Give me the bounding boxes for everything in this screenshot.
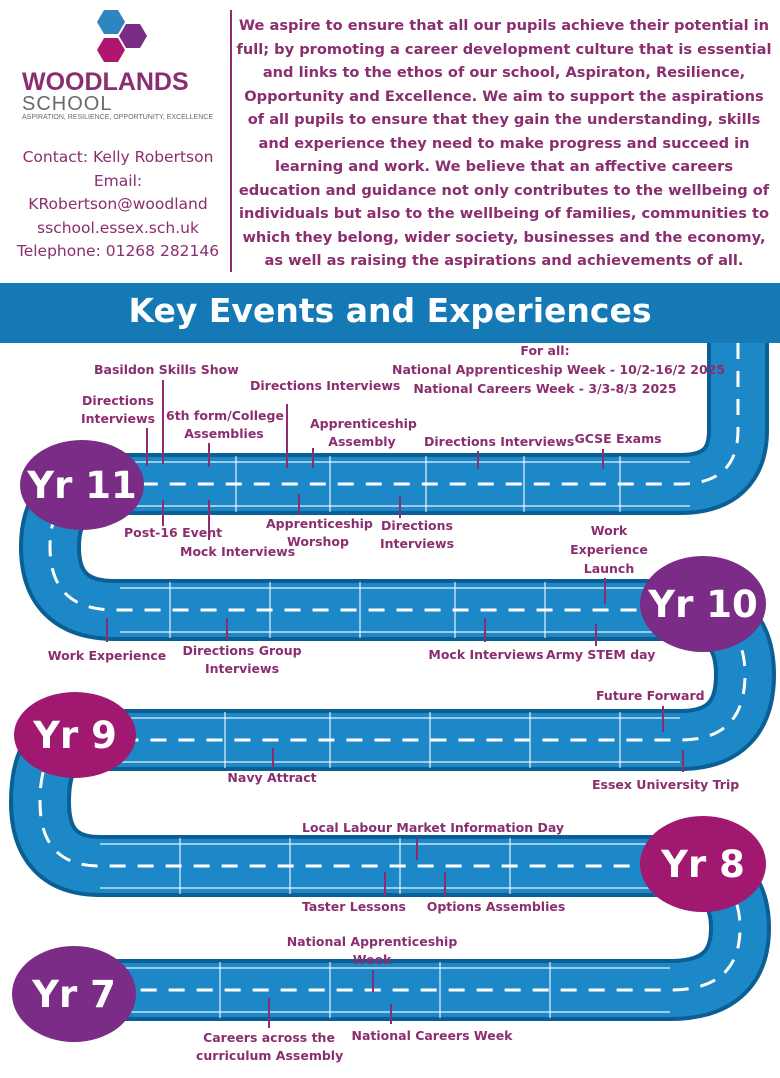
event-taster-lessons: Taster Lessons	[301, 899, 406, 914]
for-all-line-1: National Apprenticeship Week - 10/2-16/2…	[392, 362, 726, 377]
contact-block: Contact: Kelly Robertson Email: KRoberts…	[8, 146, 228, 264]
year-10-badge: Yr 10	[640, 556, 766, 652]
event-sixth-form-a: 6th form/College	[166, 408, 284, 423]
event-national-careers-week: National Careers Week	[351, 1028, 513, 1043]
event-directions-interviews-mid: Directions Interviews	[424, 434, 575, 449]
event-directions-interviews-a: Directions	[82, 393, 154, 408]
for-all-line-2: National Careers Week - 3/3-8/3 2025	[413, 381, 677, 396]
event-tick	[162, 380, 164, 464]
event-tick	[384, 872, 386, 896]
vertical-divider	[230, 10, 232, 272]
event-directions-interviews-top: Directions Interviews	[250, 378, 401, 393]
event-careers-across-curriculum-a: Careers across the	[203, 1030, 335, 1045]
event-navy-attract: Navy Attract	[227, 770, 317, 785]
event-tick	[604, 578, 606, 604]
logo-name: WOODLANDS	[22, 68, 189, 96]
event-gcse-exams: GCSE Exams	[574, 431, 662, 446]
event-mock-interviews-yr11: Mock Interviews	[180, 544, 296, 559]
hexagon-logo-icon	[97, 10, 147, 62]
year-8-badge: Yr 8	[640, 816, 766, 912]
event-tick	[390, 1004, 392, 1024]
event-post-16: Post-16 Event	[124, 525, 223, 540]
event-army-stem-day: Army STEM day	[546, 647, 656, 662]
event-essex-university-trip: Essex University Trip	[592, 777, 740, 792]
event-tick	[208, 500, 210, 540]
event-tick	[682, 750, 684, 772]
year-11-badge: Yr 11	[20, 440, 144, 530]
event-tick	[162, 500, 164, 526]
event-tick	[106, 618, 108, 642]
event-directions-interviews-b: Interviews	[80, 411, 156, 426]
event-mock-interviews-yr10: Mock Interviews	[428, 647, 544, 662]
event-options-assemblies: Options Assemblies	[426, 899, 566, 914]
contact-name: Contact: Kelly Robertson	[22, 148, 214, 166]
event-work-experience-launch-a: Work	[590, 523, 628, 538]
event-tick	[298, 494, 300, 514]
event-directions-interviews-below-b: Interviews	[379, 536, 455, 551]
contact-telephone: Telephone: 01268 282146	[16, 242, 220, 260]
event-tick	[484, 618, 486, 642]
event-tick	[416, 838, 418, 860]
logo-school: SCHOOL	[22, 93, 113, 115]
event-future-forward: Future Forward	[596, 688, 705, 703]
event-apprenticeship-assembly-a: Apprenticeship	[310, 416, 417, 431]
event-careers-across-curriculum-b: curriculum Assembly	[196, 1048, 344, 1063]
event-sixth-form-b: Assemblies	[184, 426, 264, 441]
event-tick	[286, 404, 288, 468]
event-tick	[399, 496, 401, 518]
event-national-apprenticeship-week-b: Week	[352, 952, 392, 967]
event-basildon-skills-show: Basildon Skills Show	[94, 362, 239, 377]
event-tick	[268, 998, 270, 1028]
contact-email-1[interactable]: KRobertson@woodland	[28, 195, 208, 213]
for-all-heading: For all:	[520, 343, 570, 358]
event-tick	[372, 970, 374, 992]
event-tick	[595, 624, 597, 646]
contact-email-2[interactable]: sschool.essex.sch.uk	[37, 218, 199, 237]
event-tick	[444, 872, 446, 896]
event-tick	[146, 428, 148, 466]
event-work-experience-launch-b: Experience	[570, 542, 648, 557]
event-tick	[272, 748, 274, 768]
banner-title: Key Events and Experiences	[128, 291, 652, 330]
year-7-badge: Yr 7	[12, 946, 136, 1042]
event-tick	[312, 448, 314, 468]
event-directions-interviews-below-a: Directions	[381, 518, 453, 533]
event-tick	[208, 443, 210, 467]
contact-email-label: Email:	[93, 171, 143, 190]
event-work-experience-launch-c: Launch	[583, 561, 635, 576]
event-apprenticeship-workshop-a: Apprenticeship	[266, 516, 373, 531]
event-tick	[662, 706, 664, 732]
year-9-badge: Yr 9	[14, 692, 136, 778]
event-tick	[226, 618, 228, 640]
school-logo: WOODLANDS SCHOOL ASPIRATION, RESILIENCE,…	[18, 8, 218, 128]
event-tick	[602, 449, 604, 469]
event-labour-market-day: Local Labour Market Information Day	[302, 820, 565, 835]
event-work-experience: Work Experience	[47, 648, 167, 663]
event-national-apprenticeship-week-a: National Apprenticeship	[286, 934, 458, 949]
event-directions-group-a: Directions Group	[182, 643, 302, 658]
event-apprenticeship-workshop-b: Worshop	[287, 534, 349, 549]
event-tick	[477, 451, 479, 469]
intro-paragraph: We aspire to ensure that all our pupils …	[236, 17, 772, 269]
event-apprenticeship-assembly-b: Assembly	[328, 434, 396, 449]
event-directions-group-b: Interviews	[204, 661, 280, 676]
title-banner: Key Events and Experiences	[0, 283, 780, 343]
logo-motto: ASPIRATION, RESILIENCE, OPPORTUNITY, EXC…	[22, 114, 213, 121]
